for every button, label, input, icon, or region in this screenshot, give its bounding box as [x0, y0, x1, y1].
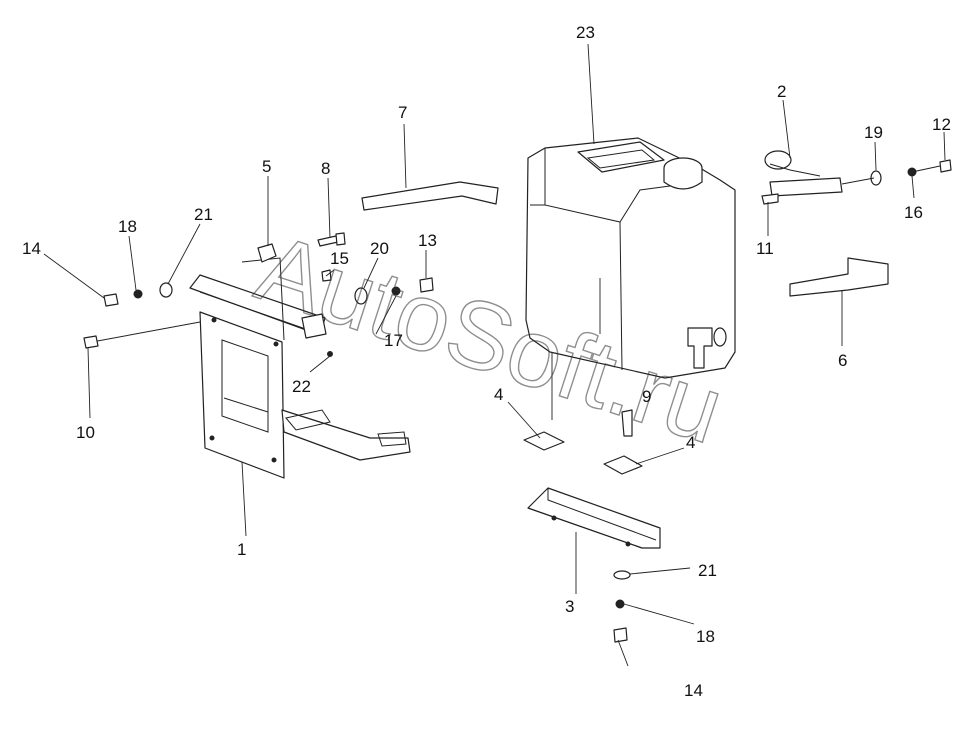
callout-10: 10	[76, 423, 95, 442]
callout-8: 8	[321, 159, 330, 178]
callout-6: 6	[838, 351, 847, 370]
callout-14b: 14	[684, 681, 703, 700]
callout-17: 17	[384, 331, 403, 350]
callout-20: 20	[370, 239, 389, 258]
callout-22: 22	[292, 377, 311, 396]
callout-labels: 1 2 3 4 4 5 6 7 8 9 10 11 12 13 14 14 15…	[22, 23, 951, 700]
callout-3: 3	[565, 597, 574, 616]
canister-part	[525, 137, 736, 379]
strap-7-part	[361, 181, 499, 211]
callout-11: 11	[756, 239, 774, 258]
callout-2: 2	[777, 82, 786, 101]
callout-21b: 21	[698, 561, 717, 580]
main-bracket-part	[83, 257, 411, 479]
strap-6-part	[789, 257, 889, 297]
callout-7: 7	[398, 103, 407, 122]
clamp-part	[257, 243, 327, 339]
callout-14a: 14	[22, 239, 41, 258]
callout-1: 1	[237, 540, 246, 559]
bolt-8-part	[317, 232, 346, 247]
callout-19: 19	[864, 123, 883, 142]
leader-lines	[43, 43, 946, 667]
callout-4b: 4	[686, 433, 695, 452]
callout-13: 13	[418, 231, 437, 250]
callout-9: 9	[642, 387, 651, 406]
channel-3-part	[527, 487, 661, 549]
pad-4-parts	[523, 431, 643, 475]
callout-15: 15	[330, 249, 349, 268]
bracket-2-part	[761, 150, 843, 205]
callout-4a: 4	[494, 385, 503, 404]
callout-18a: 18	[118, 217, 137, 236]
fasteners	[103, 159, 952, 643]
callout-16: 16	[904, 203, 923, 222]
callout-12: 12	[932, 115, 951, 134]
callout-18b: 18	[696, 627, 715, 646]
callout-5: 5	[262, 157, 271, 176]
callout-21a: 21	[194, 205, 213, 224]
callout-23: 23	[576, 23, 595, 42]
